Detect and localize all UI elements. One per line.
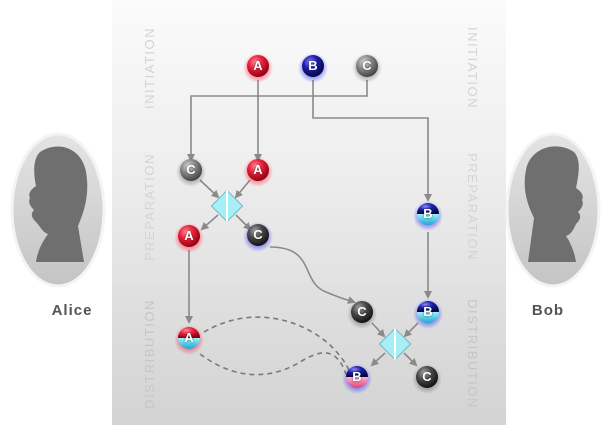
alice-name: Alice [51, 302, 93, 319]
path-c-to-dist [269, 246, 356, 304]
path-b-to-prep [312, 80, 432, 202]
qubit-a-init [243, 53, 273, 83]
stage-label-distribution-right: DISTRIBUTION [465, 299, 480, 409]
qubit-a-dist [174, 325, 204, 355]
path-c-to-bs1 [199, 179, 220, 199]
path-c-to-bs2 [371, 322, 386, 338]
beamsplitter-dist-icon [378, 327, 412, 361]
bob-portrait [505, 132, 601, 288]
qubit-b-dist [413, 299, 443, 329]
path-c-to-prep [187, 80, 368, 162]
stage-label-preparation-left: PREPARATION [142, 153, 157, 261]
qubit-a-prep [243, 157, 273, 187]
qubit-c-dist-out [412, 364, 442, 394]
qubit-c-init [352, 53, 382, 83]
qubit-a-prep-out [174, 223, 204, 253]
stage-label-preparation-right: PREPARATION [465, 153, 480, 261]
qubit-c-prep-out [243, 222, 273, 252]
qubit-b-prep [413, 201, 443, 231]
entanglement-link-lower-2 [199, 352, 347, 376]
stage-label-initiation-right: INITIATION [465, 27, 480, 109]
qubit-b-dist-out [342, 364, 372, 394]
path-b-to-bs2 [403, 322, 419, 338]
beamsplitter-prep-icon [210, 189, 244, 223]
entanglement-link-upper [203, 316, 350, 377]
path-bs2-to-c [403, 352, 418, 367]
path-bs1-to-a [200, 214, 219, 231]
alice-portrait [10, 132, 106, 288]
qubit-c-dist [347, 299, 377, 329]
qubit-b-init [298, 53, 328, 83]
alice-silhouette-icon [29, 146, 88, 262]
bob-silhouette-icon [524, 146, 583, 262]
stage-label-distribution-left: DISTRIBUTION [142, 299, 157, 409]
connectors [185, 80, 432, 367]
path-bs2-to-b [370, 352, 386, 367]
qubit-c-prep [176, 157, 206, 187]
stage-label-initiation-left: INITIATION [142, 27, 157, 109]
bob-name: Bob [531, 302, 565, 319]
